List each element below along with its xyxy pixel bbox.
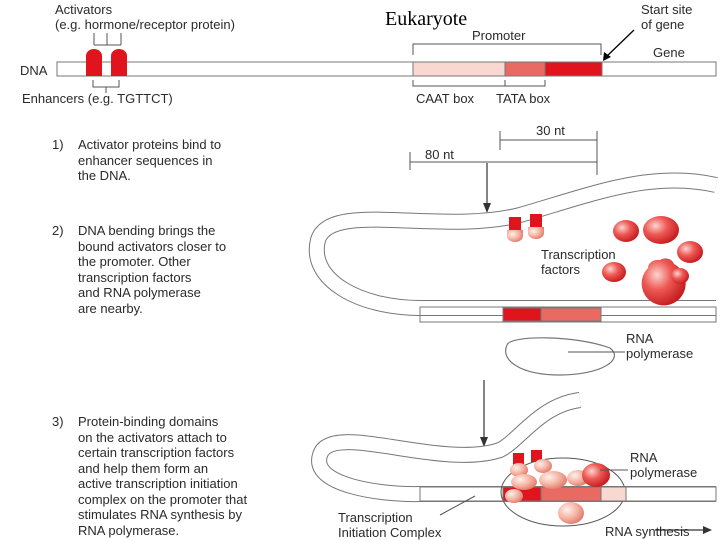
tata-box (504, 61, 546, 77)
transcription-complex-label: Transcription (338, 510, 413, 525)
step-3-number: 3) (52, 414, 64, 429)
activators-example-label: (e.g. hormone/receptor protein) (55, 17, 235, 32)
step-3-text: Protein-binding domains on the activator… (78, 414, 248, 538)
dna-label: DNA (20, 63, 48, 78)
start-region (544, 61, 603, 77)
rna-polymerase-label: RNA (626, 331, 654, 346)
diagram-title: Eukaryote (385, 8, 468, 30)
activator-1 (86, 49, 102, 62)
distance-markers (409, 131, 598, 213)
step-1-text: Activator proteins bind to enhancer sequ… (78, 137, 222, 183)
step2-activator-1 (507, 230, 523, 242)
complex-rna-polymerase-label: RNA (630, 450, 658, 465)
activators-label: Activators (55, 2, 113, 17)
rna-synthesis-label: RNA synthesis (605, 524, 690, 539)
step-2-text: DNA bending brings the bound activators … (78, 223, 227, 316)
distance-80nt-label: 80 nt (425, 147, 454, 162)
gene-label: Gene (653, 45, 685, 60)
promoter-label: Promoter (472, 28, 526, 43)
step2-bent-dna (308, 172, 718, 323)
step3-complex (311, 392, 717, 534)
transcription-factors-label-2: factors (541, 262, 581, 277)
complex-rna-polymerase-label-2: polymerase (630, 465, 698, 480)
top-dna-strand (56, 29, 717, 93)
activator-2 (111, 49, 127, 62)
enhancers-label: Enhancers (e.g. TGTTCT) (22, 91, 173, 106)
start-site-label-2: of gene (641, 17, 685, 32)
tata-box-label: TATA box (496, 91, 551, 106)
transcription-complex-label-2: Initiation Complex (338, 525, 442, 540)
rna-polymerase-loop (505, 337, 625, 376)
step2-activator-2 (528, 227, 544, 239)
caat-box (412, 61, 506, 77)
enhancer-1 (86, 62, 102, 76)
caat-box-label: CAAT box (416, 91, 475, 106)
enhancer-2 (111, 62, 127, 76)
step-2-number: 2) (52, 223, 64, 238)
step-1-number: 1) (52, 137, 64, 152)
start-site-label: Start site (641, 2, 693, 17)
transcription-factors-label: Transcription (541, 247, 616, 262)
rna-polymerase-label-2: polymerase (626, 346, 694, 361)
distance-30nt-label: 30 nt (536, 123, 565, 138)
